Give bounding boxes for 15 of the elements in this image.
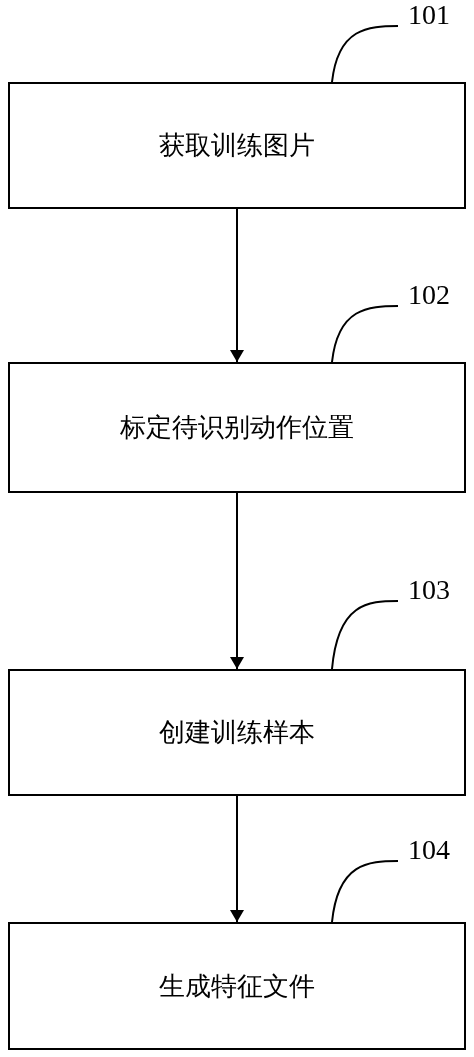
arrow	[230, 795, 244, 923]
callout-number: 104	[396, 835, 462, 865]
leader-line	[331, 305, 399, 363]
callout-number: 102	[396, 280, 462, 310]
leader-line	[331, 860, 399, 923]
leader-line	[331, 25, 399, 83]
arrow	[230, 208, 244, 363]
process-box: 获取训练图片	[8, 82, 466, 209]
arrow	[230, 492, 244, 670]
callout-number: 103	[396, 575, 462, 605]
process-box: 标定待识别动作位置	[8, 362, 466, 493]
process-box: 创建训练样本	[8, 669, 466, 796]
leader-line	[331, 600, 399, 670]
process-box: 生成特征文件	[8, 922, 466, 1050]
callout-number: 101	[396, 0, 462, 30]
